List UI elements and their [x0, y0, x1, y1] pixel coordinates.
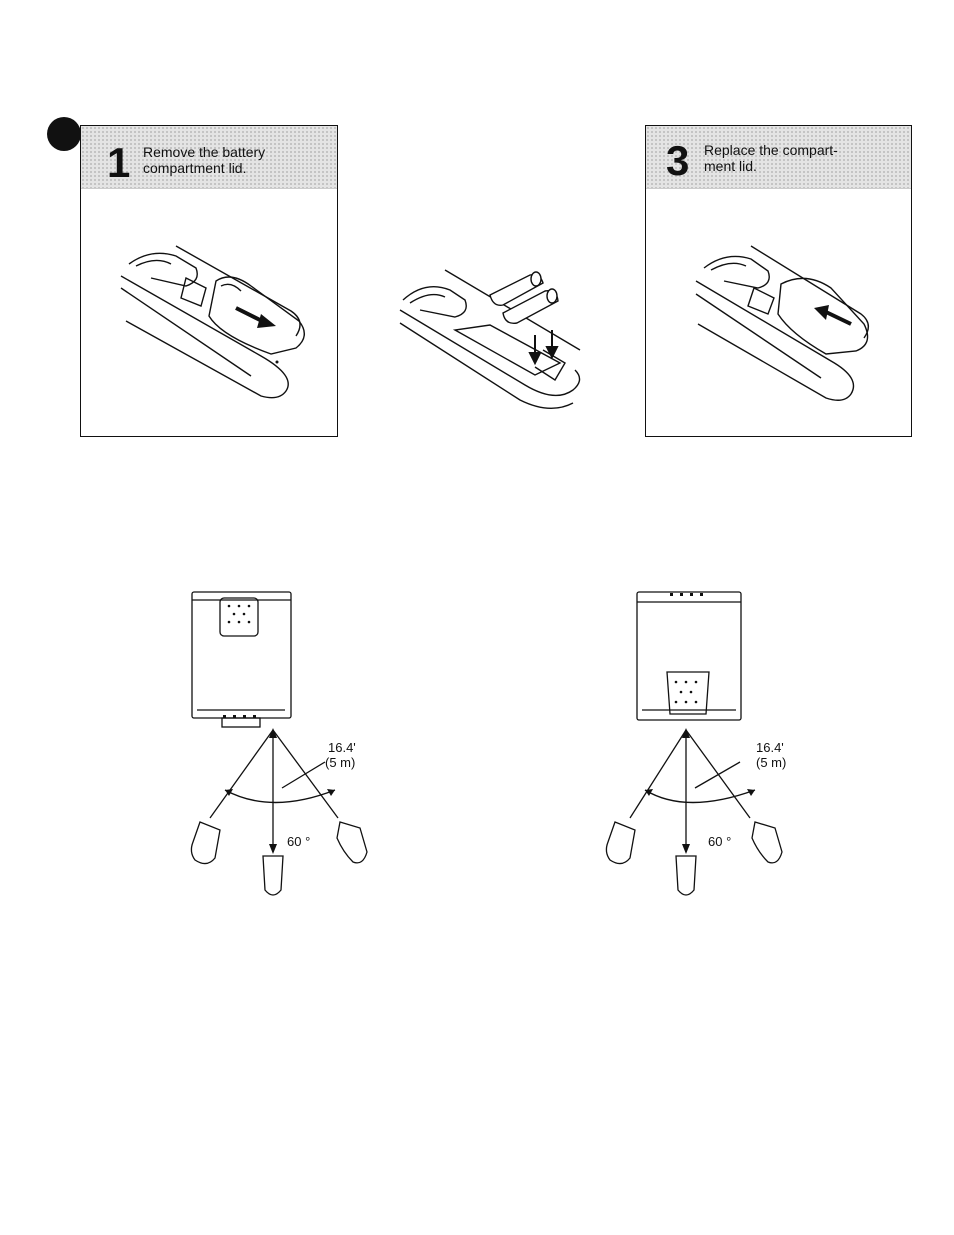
slide-arrow-left	[814, 305, 851, 324]
slide-arrow-right	[236, 308, 276, 328]
range-2-angle: 60 °	[708, 834, 731, 849]
step-3-panel: 3 Replace the compart- ment lid.	[645, 125, 912, 437]
range-2-distance-ft: 16.4'	[756, 740, 784, 755]
range-diagram-2: 16.4' (5 m) 60 °	[590, 590, 795, 900]
range-diagram-1: 16.4' (5 m) 60 °	[185, 590, 385, 900]
step-1-panel: 1 Remove the battery compartment lid.	[80, 125, 338, 437]
remote-remove-lid-illustration	[81, 226, 339, 436]
remote-icon-left	[191, 822, 220, 864]
step-1-text: Remove the battery compartment lid.	[143, 144, 265, 176]
section-bullet	[47, 117, 81, 151]
step-3-text: Replace the compart- ment lid.	[704, 142, 838, 174]
remote-led-dot	[276, 361, 279, 364]
range-1-angle: 60 °	[287, 834, 310, 849]
remote-replace-lid-illustration	[646, 226, 913, 436]
range-1-distance-m: (5 m)	[325, 755, 355, 770]
range-2-distance-m: (5 m)	[756, 755, 786, 770]
range-diagram-1-svg: 16.4' (5 m) 60 °	[185, 590, 385, 900]
remote-icon-center	[263, 856, 283, 895]
remote-insert-batteries-illustration	[395, 255, 595, 415]
remote-icon-right	[337, 822, 367, 863]
remote-icon-right	[752, 822, 782, 863]
step-1-number: 1	[107, 142, 130, 184]
insert-arrows	[530, 330, 557, 363]
step-1-text-line1: Remove the battery	[143, 144, 265, 160]
remote-icon-center	[676, 856, 696, 895]
step-1-text-line2: compartment lid.	[143, 160, 265, 176]
range-1-distance-ft: 16.4'	[328, 740, 356, 755]
step-3-text-line1: Replace the compart-	[704, 142, 838, 158]
step-3-number: 3	[666, 140, 689, 182]
remote-icon-left	[606, 822, 635, 864]
range-diagram-2-svg: 16.4' (5 m) 60 °	[590, 590, 795, 900]
step-3-text-line2: ment lid.	[704, 158, 838, 174]
